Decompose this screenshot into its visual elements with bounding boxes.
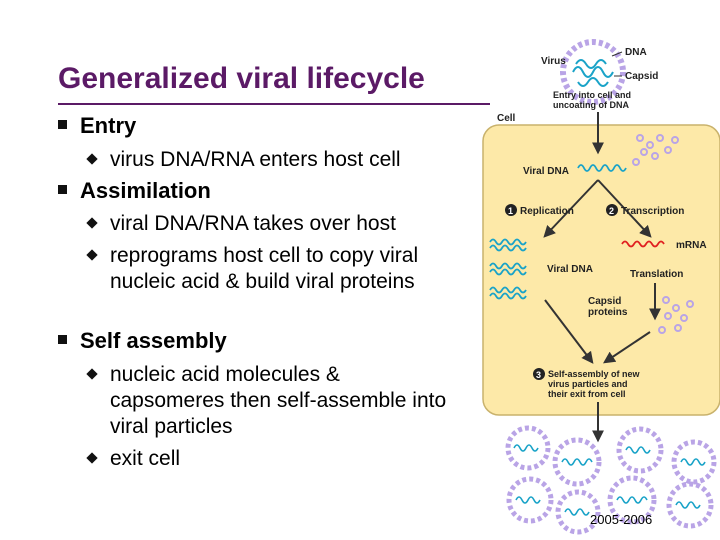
label-replication: Replication	[520, 206, 574, 217]
bullet-text: Assimilation	[80, 178, 211, 203]
label-self-assembly-3: their exit from cell	[548, 389, 626, 399]
bullet-assimilation: Assimilation	[58, 178, 211, 204]
sub-bullet-self-assembly-2: exit cell	[86, 446, 450, 472]
viral-dna-strand	[577, 164, 627, 172]
square-bullet-icon	[58, 335, 67, 344]
virus-particle-icon	[555, 489, 601, 535]
mrna-strand	[621, 240, 665, 248]
virus-particle-icon	[616, 426, 664, 474]
virus-particle-icon	[505, 425, 551, 471]
bullet-text: Entry	[80, 113, 137, 138]
virus-particle-icon	[506, 476, 554, 524]
footer-year: 2005-2006	[590, 512, 653, 527]
label-translation: Translation	[630, 269, 683, 280]
host-cell	[482, 124, 720, 416]
label-mrna: mRNA	[676, 240, 707, 251]
capsid-fragments	[632, 134, 679, 166]
label-self-assembly-2: virus particles and	[548, 379, 628, 389]
sub-bullet-self-assembly-1: nucleic acid molecules & capsomeres then…	[86, 362, 455, 440]
bullet-text: Self assembly	[80, 328, 227, 353]
title-underline	[58, 103, 490, 105]
sub-bullet-assimilation-1: viral DNA/RNA takes over host	[86, 211, 470, 237]
entering-virus-icon	[560, 39, 626, 105]
label-capsid-proteins-1: Capsid	[588, 296, 621, 307]
square-bullet-icon	[58, 120, 67, 129]
label-viral-dna-top: Viral DNA	[523, 166, 569, 177]
sub-bullet-text: virus DNA/RNA enters host cell	[110, 148, 401, 171]
label-self-assembly-1: Self-assembly of new	[548, 369, 641, 379]
label-capsid-proteins-2: proteins	[588, 307, 628, 318]
label-entry-2: uncoating of DNA	[553, 100, 629, 110]
square-bullet-icon	[58, 185, 67, 194]
step-2-number: 2	[609, 206, 614, 216]
label-viral-dna-mid: Viral DNA	[547, 264, 593, 275]
sub-bullet-text: nucleic acid molecules & capsomeres then…	[110, 363, 447, 438]
step-3-number: 3	[536, 370, 541, 380]
step-1-number: 1	[508, 206, 513, 216]
sub-bullet-assimilation-2: reprograms host cell to copy viral nucle…	[86, 243, 460, 295]
replicated-dna-strands	[489, 238, 527, 300]
label-capsid: Capsid	[625, 71, 658, 82]
capsid-protein-particles	[658, 296, 694, 334]
bullet-entry: Entry	[58, 113, 137, 139]
new-virus-particles	[505, 425, 717, 535]
bullet-self-assembly: Self assembly	[58, 328, 227, 354]
sub-bullet-text: exit cell	[110, 447, 181, 470]
step-1-badge	[505, 204, 517, 216]
label-cell: Cell	[497, 113, 516, 124]
slide-title: Generalized viral lifecycle	[58, 62, 425, 95]
step-2-badge	[606, 204, 618, 216]
sub-bullet-text: viral DNA/RNA takes over host	[110, 212, 396, 235]
virus-particle-icon	[666, 481, 714, 529]
sub-bullet-text: reprograms host cell to copy viral nucle…	[110, 244, 419, 293]
label-transcription: Transcription	[621, 206, 684, 217]
virus-particle-icon	[607, 475, 657, 525]
step-3-badge	[533, 368, 545, 380]
virus-particle-icon	[552, 437, 602, 487]
label-entry-1: Entry into cell and	[553, 90, 631, 100]
virus-particle-icon	[671, 439, 717, 485]
label-virus: Virus	[541, 56, 566, 67]
sub-bullet-entry-1: virus DNA/RNA enters host cell	[86, 147, 470, 173]
label-dna: DNA	[625, 47, 647, 58]
